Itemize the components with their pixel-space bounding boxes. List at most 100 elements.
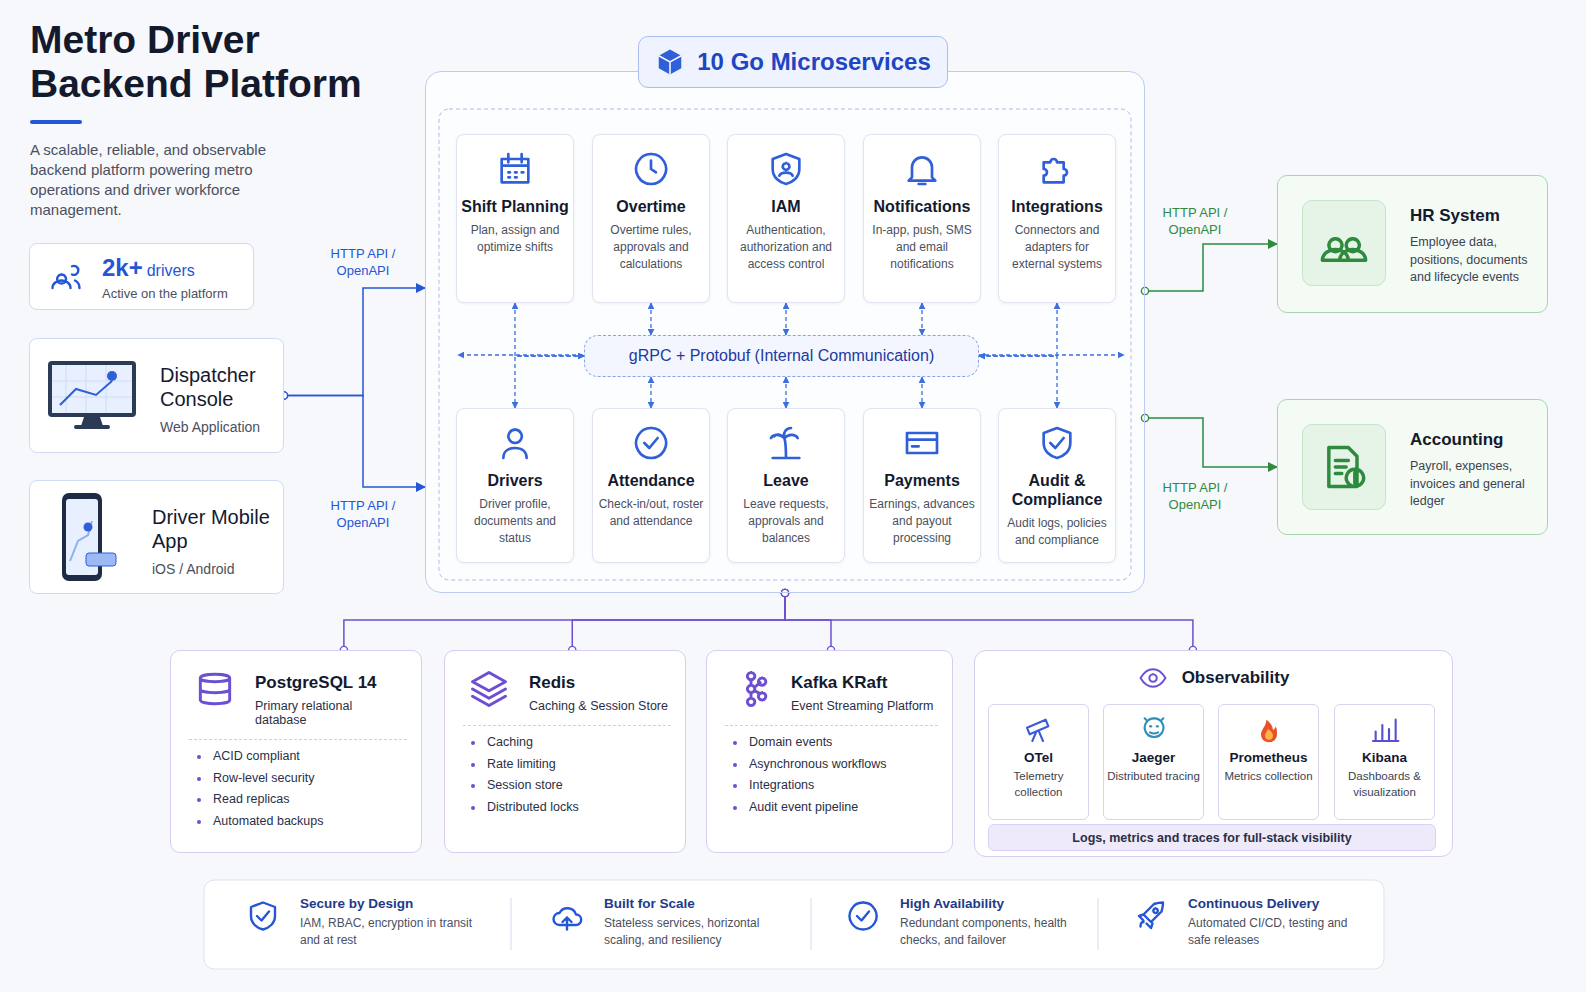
users-icon: [48, 258, 84, 294]
connector-label: HTTP API / OpenAPI: [1158, 478, 1232, 514]
service-box: Audit & ComplianceAudit logs, policies a…: [998, 408, 1116, 563]
connector: [979, 356, 1057, 408]
node-title: Secure by Design: [300, 896, 485, 911]
strip-divider: [511, 898, 1098, 950]
tool-box: JaegerDistributed tracing: [1103, 704, 1204, 820]
container-fill: [425, 71, 1145, 593]
service-box: IntegrationsConnectors and adapters for …: [998, 134, 1116, 303]
node-text: Earnings, advances and payout processing: [867, 496, 977, 547]
people-icon: [1318, 217, 1370, 269]
connector: [650, 303, 651, 335]
node-title: Continuous Delivery: [1188, 896, 1373, 911]
flame-icon: [1253, 713, 1285, 745]
feature-item: High AvailabilityRedundant components, h…: [845, 896, 1085, 949]
node-text: iOS / Android: [152, 561, 275, 577]
telescope-icon: [1023, 713, 1055, 745]
layers-icon: [467, 667, 511, 711]
eye-icon: [1138, 663, 1168, 693]
connector: [1145, 244, 1277, 291]
node-title: Kibana: [1362, 750, 1407, 765]
node-text: Web Application: [160, 419, 275, 435]
node-text: Metrics collection: [1224, 769, 1312, 785]
node-title: Redis: [529, 673, 668, 693]
node-text: Overtime rules, approvals and calculatio…: [596, 222, 706, 273]
node-title: Drivers: [487, 471, 542, 490]
feature-item: Built for ScaleStateless services, horiz…: [549, 896, 789, 949]
group-heading: 10 Go Microservices: [638, 36, 948, 88]
shieldCheck-icon: [1037, 423, 1077, 463]
calendar-icon: [495, 149, 535, 189]
node-title: Overtime: [616, 197, 685, 216]
node-text: Active on the platform: [102, 286, 245, 301]
infra-heading: RedisCaching & Session Store: [529, 667, 668, 713]
node-title: Leave: [763, 471, 808, 490]
node-title: Notifications: [874, 197, 971, 216]
bullet-item: ACID compliant: [189, 746, 407, 768]
connector-label: HTTP API / OpenAPI: [326, 496, 400, 532]
connector: [344, 593, 785, 650]
node-title: OTel: [1024, 750, 1053, 765]
infra-box: Kafka KRaftEvent Streaming PlatformDomai…: [706, 650, 953, 853]
node-title: Kafka KRaft: [791, 673, 933, 693]
connector: [572, 593, 785, 650]
shieldCheck-icon: [245, 898, 281, 934]
node-text: Redundant components, health checks, and…: [900, 915, 1085, 949]
node-text: IAM, RBAC, encryption in transit and at …: [300, 915, 485, 949]
connector: [284, 288, 425, 396]
divider: [725, 725, 938, 726]
node-title: IAM: [771, 197, 800, 216]
cube-icon: [655, 47, 685, 77]
client-box: Driver Mobile App iOS / Android: [29, 480, 284, 594]
infra-box: RedisCaching & Session StoreCachingRate …: [444, 650, 686, 853]
node-text: Event Streaming Platform: [791, 699, 933, 713]
node-text: Employee data, positions, documents and …: [1410, 234, 1537, 287]
infra-heading: Kafka KRaftEvent Streaming Platform: [791, 667, 933, 713]
node-text: In-app, push, SMS and email notification…: [867, 222, 977, 273]
service-group: 10 Go MicroservicesShift PlanningPlan, a…: [425, 71, 1145, 593]
external-system-box: AccountingPayroll, expenses, invoices an…: [1277, 399, 1548, 535]
bars-icon: [1369, 713, 1401, 745]
node-title: 2k+: [102, 254, 143, 281]
node-text: drivers: [147, 262, 195, 279]
external-system-box: HR SystemEmployee data, positions, docum…: [1277, 175, 1548, 313]
connector: [515, 356, 584, 408]
bullet-item: Audit event pipeline: [725, 797, 938, 819]
infra-header: RedisCaching & Session Store: [463, 667, 671, 713]
clock-icon: [631, 149, 671, 189]
tool-box: OTelTelemetry collection: [988, 704, 1089, 820]
service-box: Shift PlanningPlan, assign and optimize …: [456, 134, 574, 303]
bullet-item: Rate limiting: [463, 754, 671, 776]
title-underline: [30, 120, 82, 124]
node-title: Logs, metrics and traces for full-stack …: [1072, 831, 1351, 845]
feature-strip: [204, 880, 1384, 969]
node-text: Distributed tracing: [1107, 769, 1200, 785]
connector: [650, 377, 651, 408]
node-title: Payments: [884, 471, 960, 490]
client-box: Dispatcher ConsoleWeb Application: [29, 338, 284, 453]
group-heading: Observability: [975, 663, 1452, 693]
bullet-item: Asynchronous workflows: [725, 754, 938, 776]
node-text: Payroll, expenses, invoices and general …: [1410, 458, 1537, 511]
kafka-icon: [729, 667, 773, 711]
tool-box: KibanaDashboards & visualization: [1334, 704, 1435, 820]
bell-icon: [902, 149, 942, 189]
node-text: Dashboards & visualization: [1338, 769, 1431, 800]
checkCircle-icon: [631, 423, 671, 463]
phone-illustration: [58, 491, 118, 583]
connector: [785, 593, 1193, 650]
divider: [189, 739, 407, 740]
connector: [515, 303, 584, 356]
node-title: gRPC + Protobuf (Internal Communication): [629, 347, 934, 365]
infra-box: PostgreSQL 14Primary relational database…: [170, 650, 422, 853]
infra-heading: PostgreSQL 14Primary relational database: [255, 667, 407, 727]
infra-header: PostgreSQL 14Primary relational database: [189, 667, 407, 727]
node-title: Driver Mobile App: [152, 505, 275, 553]
doc-icon: [1318, 441, 1370, 493]
feature-item: Secure by DesignIAM, RBAC, encryption in…: [245, 896, 485, 949]
icon-tile: [1302, 424, 1386, 510]
node-text: Primary relational database: [255, 699, 407, 727]
service-box: NotificationsIn-app, push, SMS and email…: [863, 134, 981, 303]
feature-item: Continuous DeliveryAutomated CI/CD, test…: [1133, 896, 1373, 949]
infra-header: Kafka KRaftEvent Streaming Platform: [725, 667, 938, 713]
node-text: Check-in/out, roster and attendance: [596, 496, 706, 530]
